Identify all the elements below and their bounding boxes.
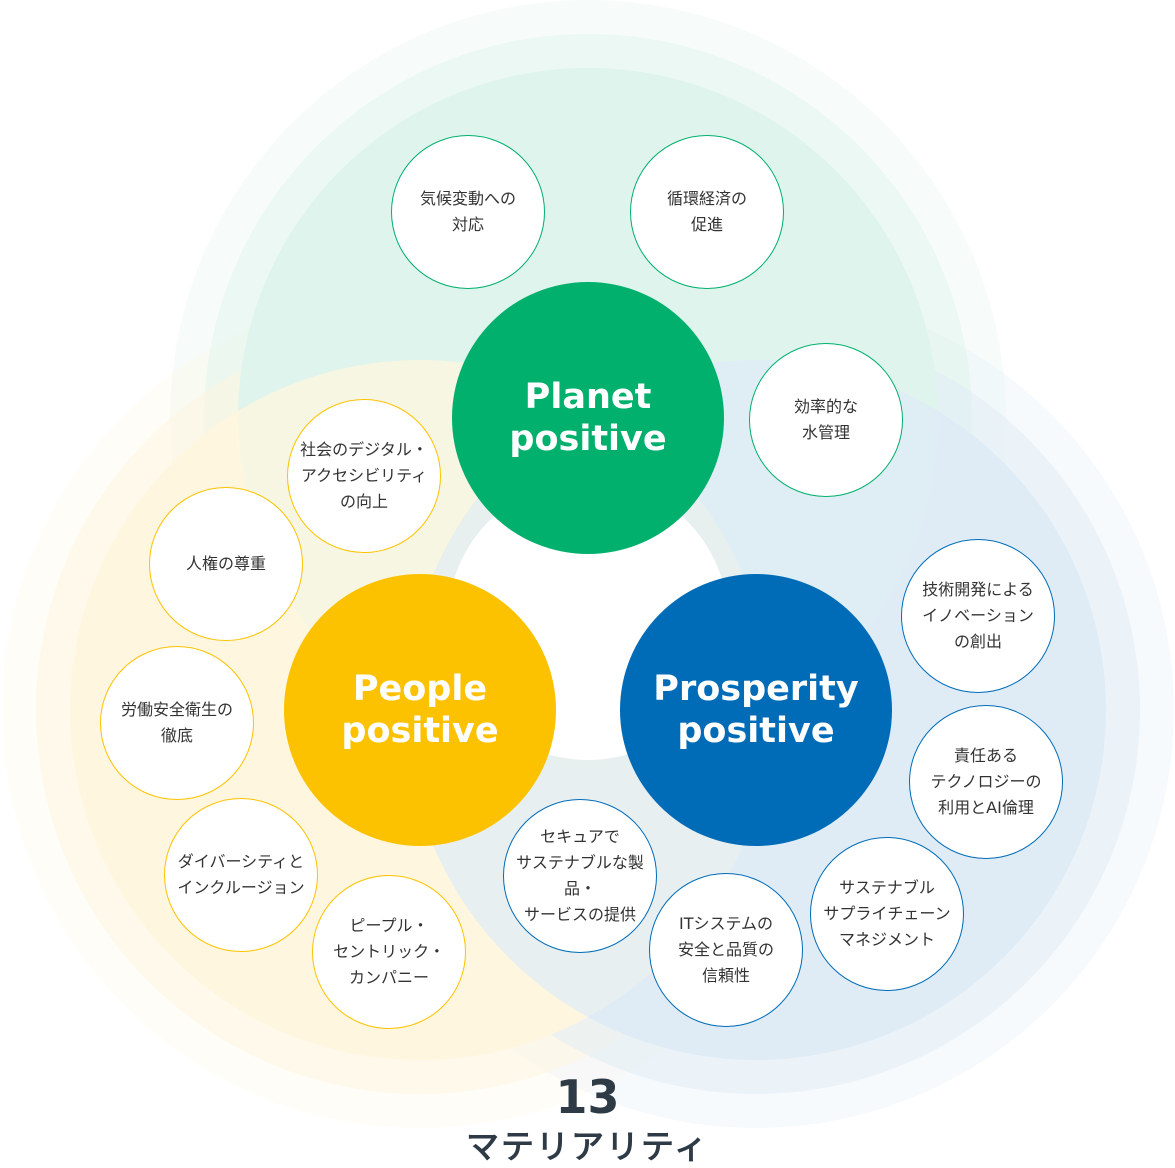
- materiality-item: 人権の尊重: [149, 487, 303, 641]
- pillar-people: People positive: [284, 574, 556, 846]
- materiality-item: ITシステムの 安全と品質の 信頼性: [649, 873, 803, 1027]
- materiality-item: 労働安全衛生の 徹底: [100, 646, 254, 800]
- materiality-title: マテリアリティ: [465, 1127, 710, 1166]
- materiality-item: ピープル・ セントリック・ カンパニー: [312, 875, 466, 1029]
- materiality-item: 循環経済の 促進: [630, 135, 784, 289]
- materiality-item: 効率的な 水管理: [749, 343, 903, 497]
- materiality-item: 責任ある テクノロジーの 利用とAI倫理: [909, 705, 1063, 859]
- materiality-count: 13: [555, 1070, 620, 1124]
- materiality-item: 社会のデジタル・ アクセシビリティ の向上: [287, 399, 441, 553]
- materiality-item: サステナブル サプライチェーン マネジメント: [810, 837, 964, 991]
- materiality-item: 気候変動への 対応: [391, 135, 545, 289]
- materiality-item: 技術開発による イノベーション の創出: [901, 539, 1055, 693]
- pillar-prosperity: Prosperity positive: [620, 574, 892, 846]
- materiality-item: ダイバーシティと インクルージョン: [164, 798, 318, 952]
- pillar-planet: Planet positive: [452, 282, 724, 554]
- materiality-item: セキュアで サステナブルな製品・ サービスの提供: [503, 799, 657, 953]
